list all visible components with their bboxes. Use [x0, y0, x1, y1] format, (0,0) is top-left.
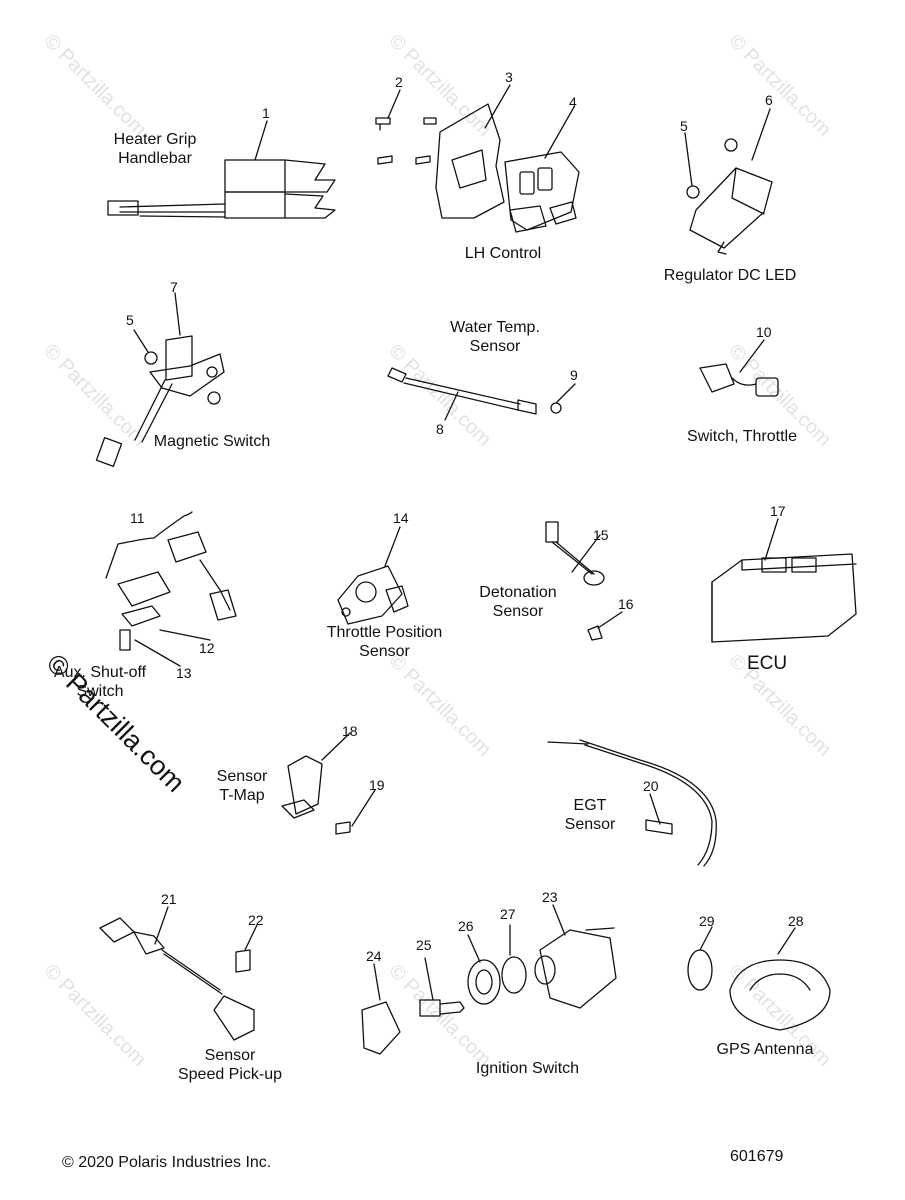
- detonation-sensor-part: [545, 521, 623, 641]
- callout-number: 3: [505, 69, 513, 85]
- sensor-tmap-label: Sensor T-Map: [216, 768, 268, 804]
- gps-antenna-part: [687, 926, 831, 1031]
- callout-number: 18: [342, 723, 358, 739]
- regulator-part: [684, 108, 773, 255]
- callout-number: 16: [618, 596, 634, 612]
- callout-number: 25: [416, 937, 432, 953]
- egt-sensor-part: [547, 739, 717, 867]
- callout-number: 28: [788, 913, 804, 929]
- callout-number: 24: [366, 948, 382, 964]
- aux-shutoff-switch-part: [105, 511, 237, 667]
- ecu-part: [711, 518, 857, 643]
- speed-pickup-part: [99, 906, 258, 1041]
- callout-number: 29: [699, 913, 715, 929]
- egt-label: EGT Sensor: [564, 797, 616, 833]
- callout-number: 10: [756, 324, 772, 340]
- callout-number: 12: [199, 640, 215, 656]
- callout-number: 5: [680, 118, 688, 134]
- gps-antenna-label: GPS Antenna: [716, 1041, 814, 1058]
- water-temp-sensor-part: [387, 367, 576, 421]
- callout-number: 5: [126, 312, 134, 328]
- magnetic-switch-label: Magnetic Switch: [153, 433, 271, 450]
- throttle-position-label: Throttle Position Sensor: [326, 624, 443, 660]
- callout-number: 8: [436, 421, 444, 437]
- diagram-number: 601679: [730, 1148, 784, 1165]
- throttle-position-sensor-part: [337, 526, 409, 625]
- aux-shutoff-label: Aux. Shut-off Switch: [53, 664, 147, 700]
- throttle-switch-part: [699, 339, 779, 397]
- callout-number: 13: [176, 665, 192, 681]
- callout-number: 20: [643, 778, 659, 794]
- callout-number: 27: [500, 906, 516, 922]
- heater-grip-label: Heater Grip Handlebar: [113, 131, 197, 167]
- callout-number: 6: [765, 92, 773, 108]
- callout-number: 19: [369, 777, 385, 793]
- regulator-label: Regulator DC LED: [663, 267, 797, 284]
- callout-number: 14: [393, 510, 409, 526]
- callout-number: 23: [542, 889, 558, 905]
- callout-number: 22: [248, 912, 264, 928]
- lh-control-label: LH Control: [464, 245, 542, 262]
- callout-number: 11: [130, 510, 145, 526]
- lh-control-part: [375, 84, 580, 233]
- callout-number: 7: [170, 279, 178, 295]
- callout-number: 26: [458, 918, 474, 934]
- detonation-label: Detonation Sensor: [479, 584, 557, 620]
- callout-number: 15: [593, 527, 609, 543]
- ignition-switch-part: [361, 904, 617, 1055]
- callout-number: 1: [262, 105, 270, 121]
- copyright-text: © 2020 Polaris Industries Inc.: [62, 1154, 272, 1171]
- ignition-switch-label: Ignition Switch: [475, 1060, 580, 1077]
- magnetic-switch-part: [95, 292, 225, 468]
- speed-pickup-label: Sensor Speed Pick-up: [177, 1047, 283, 1083]
- callout-number: 21: [161, 891, 177, 907]
- callout-number: 9: [570, 367, 578, 383]
- tmap-sensor-part: [281, 732, 376, 835]
- callout-number: 17: [770, 503, 786, 519]
- heater-grip-harness-part: [107, 120, 336, 219]
- callout-number: 2: [395, 74, 403, 90]
- ecu-label: ECU: [746, 653, 788, 674]
- callout-number: 4: [569, 94, 577, 110]
- water-temp-label: Water Temp. Sensor: [450, 319, 540, 355]
- switch-throttle-label: Switch, Throttle: [687, 428, 797, 445]
